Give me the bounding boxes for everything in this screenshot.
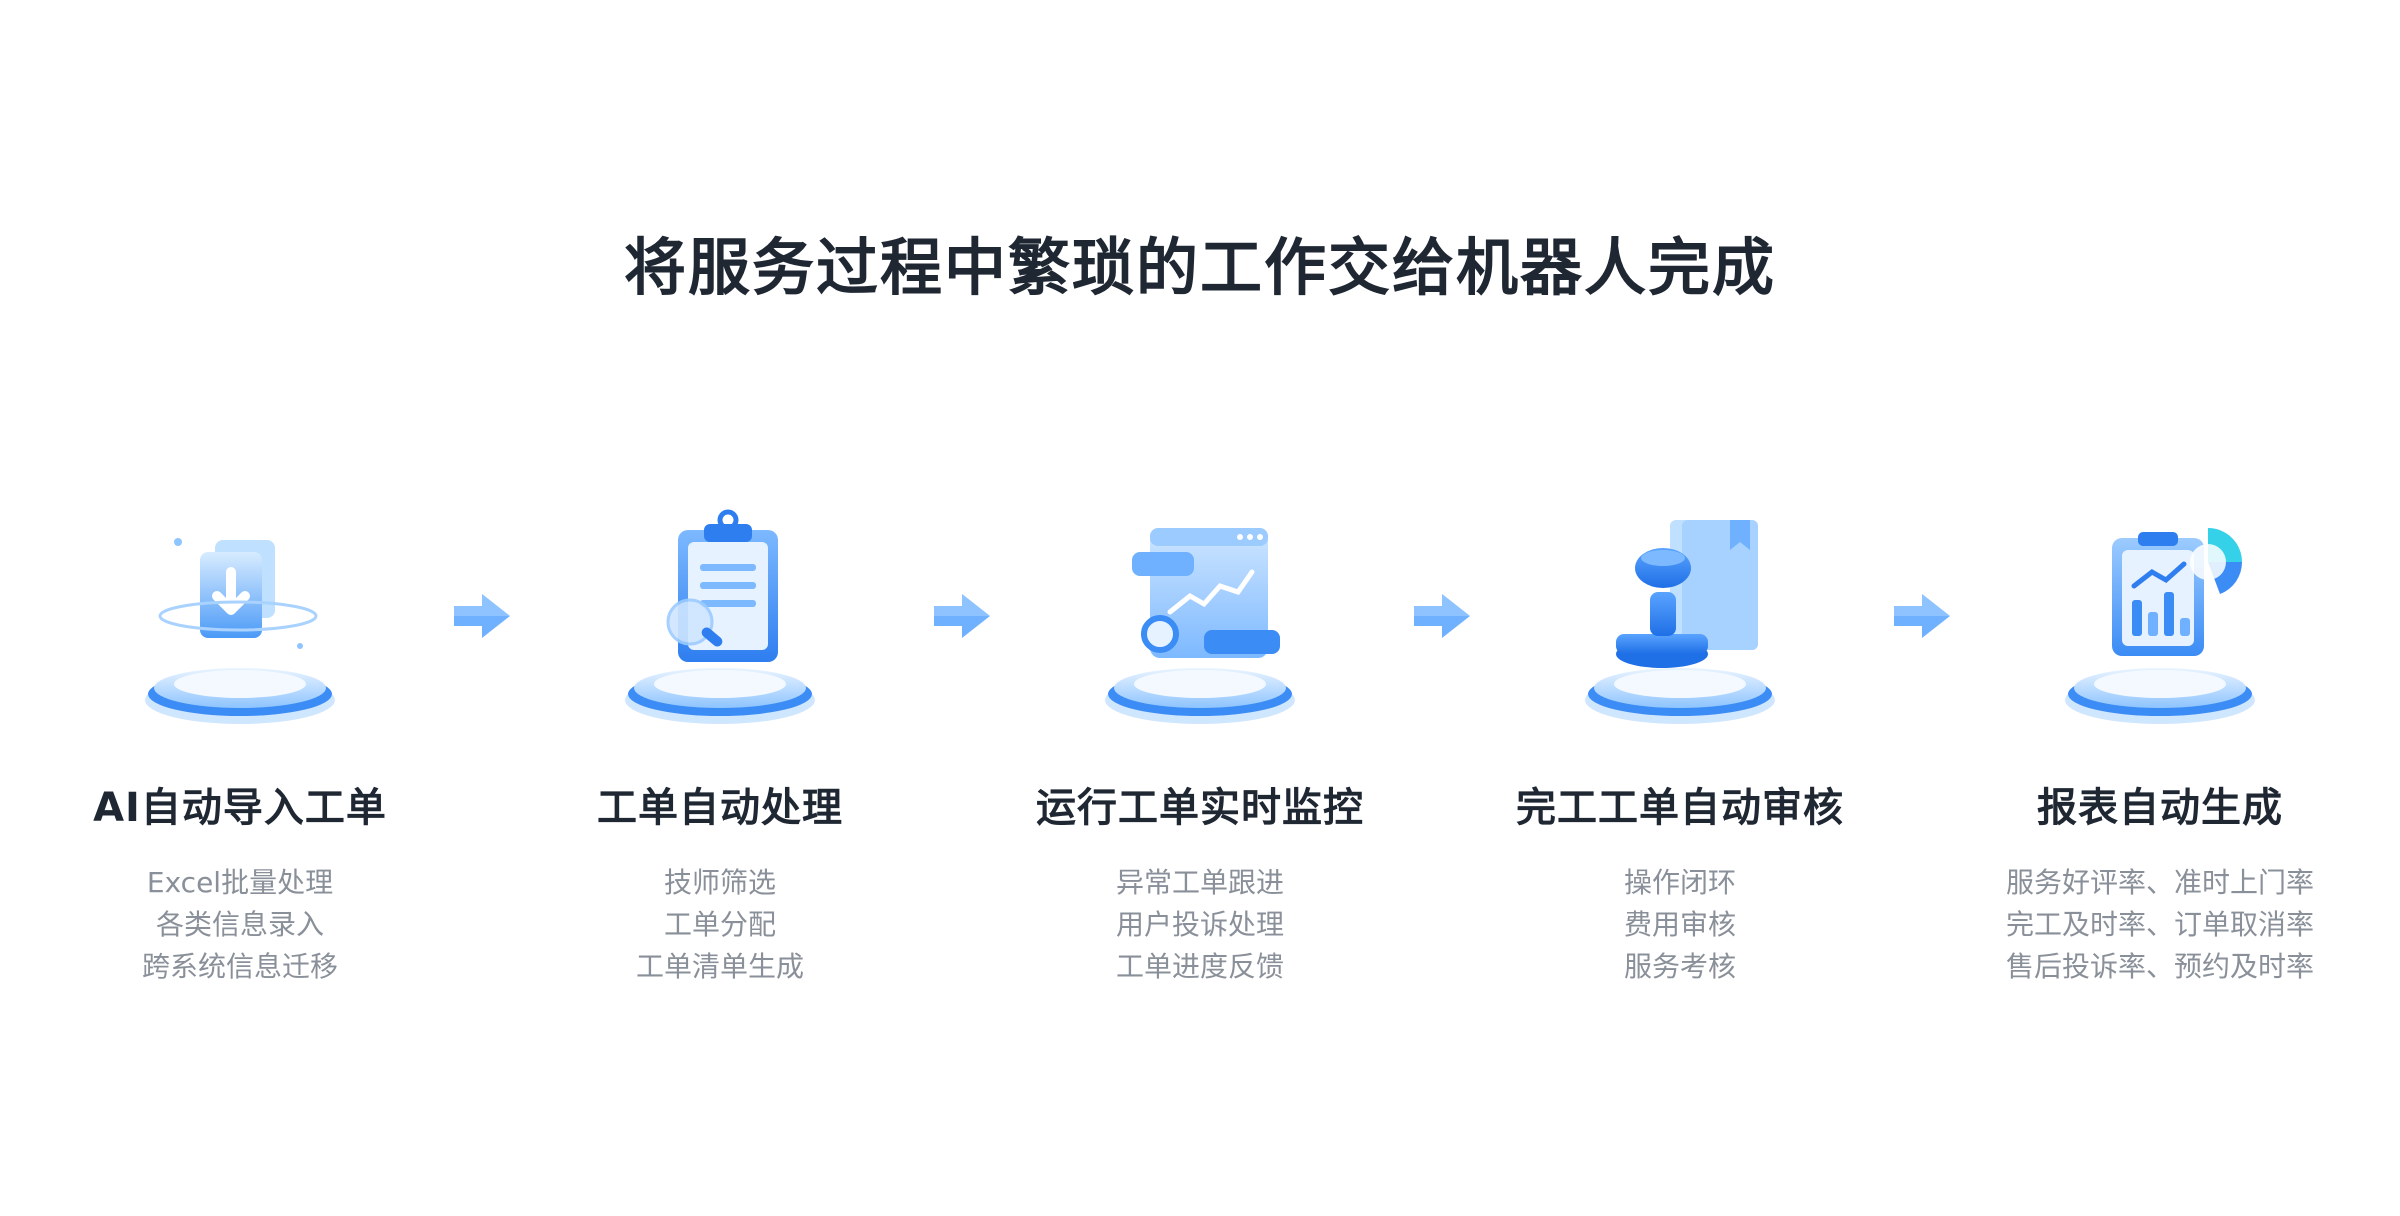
step-realtime-monitor: 运行工单实时监控 异常工单跟进 用户投诉处理 工单进度反馈: [960, 500, 1440, 988]
step-item: 费用审核: [1623, 908, 1736, 941]
arrow-right-icon: [1894, 594, 1950, 638]
step-ai-import: AI自动导入工单 Excel批量处理 各类信息录入 跨系统信息迁移: [0, 500, 480, 988]
step-title: 运行工单实时监控: [1036, 785, 1364, 831]
arrow-right-icon: [1414, 594, 1470, 638]
step-item: 异常工单跟进: [1115, 866, 1284, 899]
step-auto-review: 完工工单自动审核 操作闭环 费用审核 服务考核: [1440, 500, 1920, 988]
step-auto-process: 工单自动处理 技师筛选 工单分配 工单清单生成: [480, 500, 960, 988]
arrow-right-icon: [454, 594, 510, 638]
step-item: Excel批量处理: [146, 866, 334, 899]
document-import-icon: [120, 500, 360, 740]
step-item: 售后投诉率、预约及时率: [2005, 950, 2314, 983]
step-item: 工单进度反馈: [1115, 950, 1284, 983]
step-item: 服务考核: [1623, 950, 1736, 983]
step-item: 跨系统信息迁移: [141, 950, 338, 983]
step-auto-report: 报表自动生成 服务好评率、准时上门率 完工及时率、订单取消率 售后投诉率、预约及…: [1920, 500, 2400, 988]
step-item: 完工及时率、订单取消率: [2005, 908, 2314, 941]
step-item: 技师筛选: [663, 866, 776, 899]
step-description: Excel批量处理 各类信息录入 跨系统信息迁移: [0, 862, 480, 988]
monitor-chart-icon: [1080, 500, 1320, 740]
step-description: 服务好评率、准时上门率 完工及时率、订单取消率 售后投诉率、预约及时率: [1920, 862, 2400, 988]
arrow-right-icon: [934, 594, 990, 638]
page-title: 将服务过程中繁琐的工作交给机器人完成: [623, 231, 1776, 304]
clipboard-icon: [600, 500, 840, 740]
step-item: 工单清单生成: [635, 950, 804, 983]
step-title: 完工工单自动审核: [1516, 785, 1844, 831]
step-description: 操作闭环 费用审核 服务考核: [1440, 862, 1920, 988]
step-description: 异常工单跟进 用户投诉处理 工单进度反馈: [960, 862, 1440, 988]
step-title: 报表自动生成: [2037, 785, 2283, 831]
step-item: 用户投诉处理: [1115, 908, 1284, 941]
step-title: 工单自动处理: [597, 785, 843, 831]
step-item: 服务好评率、准时上门率: [2005, 866, 2314, 899]
step-title: AI自动导入工单: [93, 785, 387, 831]
step-description: 技师筛选 工单分配 工单清单生成: [480, 862, 960, 988]
step-item: 工单分配: [663, 908, 776, 941]
stamp-icon: [1560, 500, 1800, 740]
report-chart-icon: [2040, 500, 2280, 740]
step-item: 操作闭环: [1623, 866, 1736, 899]
step-item: 各类信息录入: [155, 908, 324, 941]
